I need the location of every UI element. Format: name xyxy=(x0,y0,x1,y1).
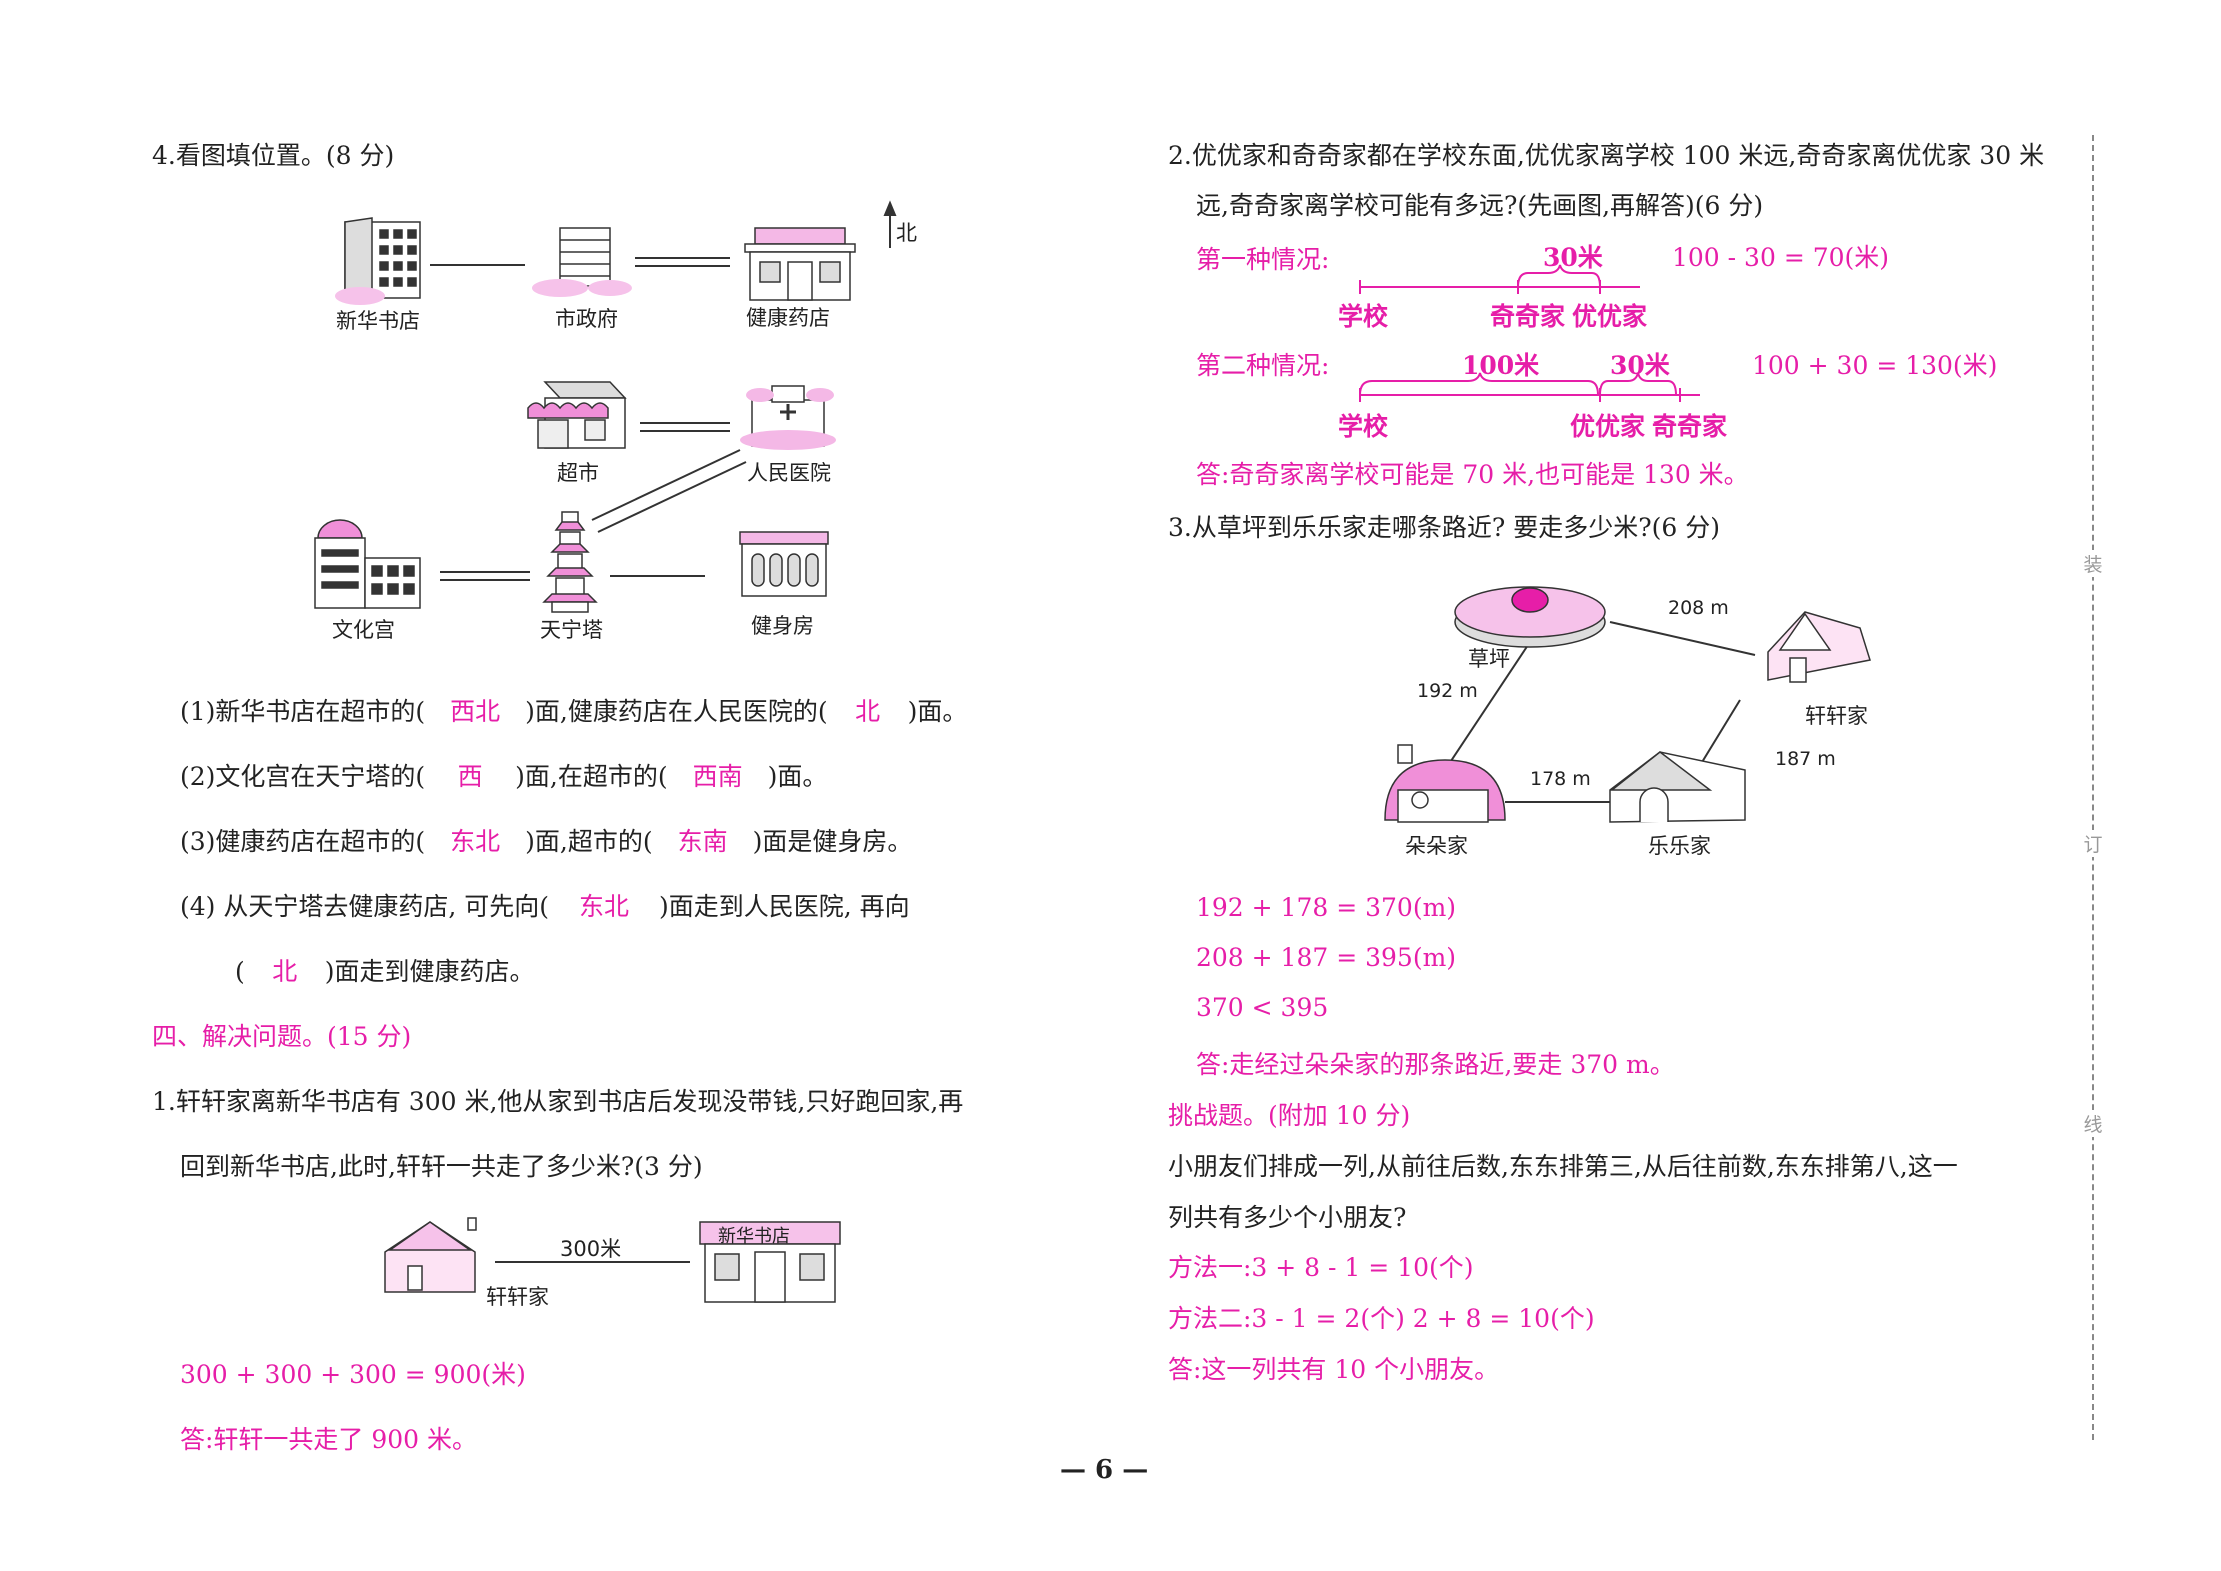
case1-line-diagram xyxy=(1359,264,1640,294)
q4-2-answer-1: 西 xyxy=(457,762,483,791)
q4-1-pre: (1)新华书店在超市的( xyxy=(180,697,426,726)
q1-distance-label: 300米 xyxy=(560,1237,622,1261)
q2-text-line-2: 远,奇奇家离学校可能有多远?(先画图,再解答)(6 分) xyxy=(1196,191,1764,220)
challenge-text-line-1: 小朋友们排成一列,从前往后数,东东排第三,从后往前数,东东排第八,这一 xyxy=(1168,1152,1958,1181)
q1-text-line-2: 回到新华书店,此时,轩轩一共走了多少米?(3 分) xyxy=(180,1152,703,1181)
q2-answer: 答:奇奇家离学校可能是 70 米,也可能是 130 米。 xyxy=(1196,460,1749,489)
q3-calc-2: 208 + 187 = 395(m) xyxy=(1196,943,1457,972)
q4-5-post: )面走到健康药店。 xyxy=(324,957,535,986)
q1-answer: 答:轩轩一共走了 900 米。 xyxy=(180,1425,478,1454)
case2-distance-2: 30米 xyxy=(1610,351,1670,380)
method-1: 方法一:3 + 8 - 1 = 10(个) xyxy=(1168,1253,1474,1282)
case2-distance-1: 100米 xyxy=(1462,351,1540,380)
xinhua-bookstore-building-icon xyxy=(335,217,421,305)
q3-distance-208: 208 m xyxy=(1668,597,1729,619)
case1-calc: 100 - 30 = 70(米) xyxy=(1672,243,1890,272)
q3-calc-3: 370 < 395 xyxy=(1196,993,1329,1022)
q4-3-answer-2: 东南 xyxy=(677,827,728,856)
q4-1-answer-1: 西北 xyxy=(450,697,501,726)
q4-line-3: (3)健康药店在超市的( 东北 )面,超市的( 东南 )面是健身房。 xyxy=(180,822,912,858)
binding-mark-3: 线 xyxy=(2080,1110,2106,1137)
q4-5-pre: ( xyxy=(235,957,245,986)
q4-2-answer-2: 西南 xyxy=(692,762,743,791)
q4-2-post: )面。 xyxy=(767,762,828,791)
case2-school: 学校 xyxy=(1338,412,1389,441)
q4-4-answer-1: 东北 xyxy=(579,892,630,921)
q4-1-mid: )面,健康药店在人民医院的( xyxy=(525,697,828,726)
q2-text-line-1: 2.优优家和奇奇家都在学校东面,优优家离学校 100 米远,奇奇家离优优家 30… xyxy=(1168,141,2045,170)
q3-distance-178: 178 m xyxy=(1530,768,1591,790)
case1-distance: 30米 xyxy=(1543,243,1603,272)
q3-answer: 答:走经过朵朵家的那条路近,要走 370 m。 xyxy=(1196,1050,1675,1079)
map-label-pagoda: 天宁塔 xyxy=(540,618,603,642)
city-government-building-icon xyxy=(532,227,632,297)
q4-title: 4.看图填位置。(8 分) xyxy=(152,141,395,170)
q3-lawn-label: 草坪 xyxy=(1468,647,1510,671)
q4-line-5: ( 北 )面走到健康药店。 xyxy=(235,952,535,988)
map-label-culture-palace: 文化宫 xyxy=(332,618,395,642)
map-label-pharmacy: 健康药店 xyxy=(746,306,830,330)
challenge-title: 挑战题。(附加 10 分) xyxy=(1168,1101,1411,1130)
q3-xuanxuan-home-label: 轩轩家 xyxy=(1805,704,1868,728)
binding-dashed-line xyxy=(2092,135,2094,1440)
q3-distance-187: 187 m xyxy=(1775,748,1836,770)
q1-calculation: 300 + 300 + 300 = 900(米) xyxy=(180,1360,526,1389)
case2-qiqi-home: 奇奇家 xyxy=(1652,412,1728,441)
case2-calc: 100 + 30 = 130(米) xyxy=(1752,351,1998,380)
hospital-building-icon xyxy=(740,385,836,450)
binding-mark-2: 订 xyxy=(2080,830,2106,857)
page-number: — 6 — xyxy=(1060,1455,1149,1485)
map-label-gym: 健身房 xyxy=(751,614,814,638)
north-label: 北 xyxy=(896,221,917,245)
q4-3-mid: )面,超市的( xyxy=(525,827,653,856)
q4-4-mid: )面走到人民医院, 再向 xyxy=(659,892,910,921)
gym-building-icon xyxy=(739,531,829,597)
q1-store-sign: 新华书店 xyxy=(718,1226,790,1247)
q4-1-post: )面。 xyxy=(907,697,968,726)
q4-3-pre: (3)健康药店在超市的( xyxy=(180,827,426,856)
q3-lele-home-label: 乐乐家 xyxy=(1648,834,1711,858)
case2-line-diagram xyxy=(1359,372,1700,402)
tianning-pagoda-icon xyxy=(542,511,598,613)
q4-2-pre: (2)文化宫在天宁塔的( xyxy=(180,762,426,791)
q1-home-label: 轩轩家 xyxy=(486,1285,549,1309)
pharmacy-shop-icon xyxy=(744,227,856,301)
section-4-heading: 四、解决问题。(15 分) xyxy=(152,1022,412,1051)
challenge-answer: 答:这一列共有 10 个小朋友。 xyxy=(1168,1355,1500,1384)
q4-line-2: (2)文化宫在天宁塔的( 西 )面,在超市的( 西南 )面。 xyxy=(180,757,827,793)
q3-title: 3.从草坪到乐乐家走哪条路近? 要走多少米?(6 分) xyxy=(1168,513,1720,542)
q1-text-line-1: 1.轩轩家离新华书店有 300 米,他从家到书店后发现没带钱,只好跑回家,再 xyxy=(152,1087,964,1116)
map-label-city-gov: 市政府 xyxy=(555,307,618,331)
binding-mark-1: 装 xyxy=(2080,550,2106,577)
q3-distance-192: 192 m xyxy=(1417,680,1478,702)
method-2: 方法二:3 - 1 = 2(个) 2 + 8 = 10(个) xyxy=(1168,1304,1595,1333)
q3-route-map xyxy=(1384,586,1871,823)
q3-calc-1: 192 + 178 = 370(m) xyxy=(1196,893,1457,922)
case2-youyou-home: 优优家 xyxy=(1570,412,1646,441)
case1-school: 学校 xyxy=(1338,302,1389,331)
case1-youyou-home: 优优家 xyxy=(1572,302,1648,331)
case2-label: 第二种情况: xyxy=(1196,351,1330,380)
q4-line-4: (4) 从天宁塔去健康药店, 可先向( 东北 )面走到人民医院, 再向 xyxy=(180,887,910,923)
q4-5-answer: 北 xyxy=(272,957,298,986)
map-label-hospital: 人民医院 xyxy=(747,461,831,485)
q1-figure xyxy=(384,1217,841,1303)
q4-2-mid: )面,在超市的( xyxy=(515,762,668,791)
map-label-supermarket: 超市 xyxy=(557,461,599,485)
map-diagram xyxy=(430,200,897,581)
q4-3-answer-1: 东北 xyxy=(450,827,501,856)
case1-label: 第一种情况: xyxy=(1196,245,1330,274)
q3-duoduo-home-label: 朵朵家 xyxy=(1405,834,1468,858)
challenge-text-line-2: 列共有多少个小朋友? xyxy=(1168,1203,1407,1232)
q4-line-1: (1)新华书店在超市的( 西北 )面,健康药店在人民医院的( 北 )面。 xyxy=(180,692,967,728)
q4-4-pre: (4) 从天宁塔去健康药店, 可先向( xyxy=(180,892,550,921)
q4-1-answer-2: 北 xyxy=(855,697,881,726)
case1-qiqi-home: 奇奇家 xyxy=(1490,302,1566,331)
q4-3-post: )面是健身房。 xyxy=(752,827,913,856)
supermarket-building-icon xyxy=(527,381,627,449)
culture-palace-building-icon xyxy=(314,519,421,609)
map-label-bookstore: 新华书店 xyxy=(336,309,420,333)
